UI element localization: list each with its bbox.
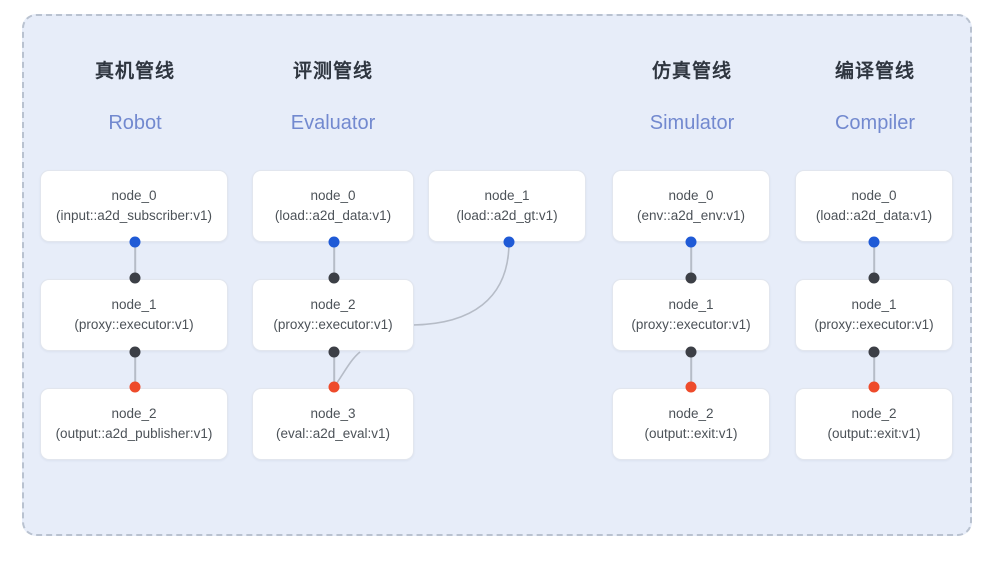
- node-title: node_3: [310, 406, 356, 421]
- node-subtitle: (output::exit:v1): [827, 426, 921, 441]
- port-out-comp-node-2[interactable]: [868, 381, 880, 393]
- node-subtitle: (load::a2d_gt:v1): [456, 208, 558, 223]
- node-sim-node-0[interactable]: node_0 (env::a2d_env:v1): [612, 170, 770, 242]
- node-subtitle: (proxy::executor:v1): [273, 317, 393, 332]
- node-subtitle: (load::a2d_data:v1): [815, 208, 933, 223]
- node-sim-node-2[interactable]: node_2 (output::exit:v1): [612, 388, 770, 460]
- node-subtitle: (proxy::executor:v1): [631, 317, 751, 332]
- port-top-robot-node-1[interactable]: [129, 272, 141, 284]
- node-eval-node-2[interactable]: node_2 (proxy::executor:v1): [252, 279, 414, 351]
- node-subtitle: (input::a2d_subscriber:v1): [55, 208, 213, 223]
- node-title: node_1: [484, 188, 530, 203]
- link-eval-0-2: [333, 242, 335, 278]
- node-robot-node-2[interactable]: node_2 (output::a2d_publisher:v1): [40, 388, 228, 460]
- port-in-eval-node-0[interactable]: [328, 236, 340, 248]
- port-top-eval-node-2[interactable]: [328, 272, 340, 284]
- node-title: node_0: [851, 188, 897, 203]
- node-subtitle: (proxy::executor:v1): [814, 317, 934, 332]
- link-robot-1-2: [134, 352, 136, 387]
- link-comp-1-2: [873, 352, 875, 387]
- node-title: node_1: [668, 297, 714, 312]
- port-bottom-robot-node-1[interactable]: [129, 346, 141, 358]
- node-eval-node-3[interactable]: node_3 (eval::a2d_eval:v1): [252, 388, 414, 460]
- node-comp-node-2[interactable]: node_2 (output::exit:v1): [795, 388, 953, 460]
- node-robot-node-0[interactable]: node_0 (input::a2d_subscriber:v1): [40, 170, 228, 242]
- node-eval-node-1[interactable]: node_1 (load::a2d_gt:v1): [428, 170, 586, 242]
- link-sim-0-1: [690, 242, 692, 278]
- node-title: node_2: [668, 406, 714, 421]
- node-subtitle: (proxy::executor:v1): [74, 317, 194, 332]
- node-comp-node-0[interactable]: node_0 (load::a2d_data:v1): [795, 170, 953, 242]
- port-in-comp-node-0[interactable]: [868, 236, 880, 248]
- node-subtitle: (load::a2d_data:v1): [274, 208, 392, 223]
- port-bottom-eval-node-2[interactable]: [328, 346, 340, 358]
- link-sim-1-2: [690, 352, 692, 387]
- link-comp-0-1: [873, 242, 875, 278]
- node-comp-node-1[interactable]: node_1 (proxy::executor:v1): [795, 279, 953, 351]
- link-robot-0-1: [134, 242, 136, 278]
- node-title: node_2: [111, 406, 157, 421]
- node-subtitle: (output::exit:v1): [644, 426, 738, 441]
- node-title: node_2: [310, 297, 356, 312]
- node-robot-node-1[interactable]: node_1 (proxy::executor:v1): [40, 279, 228, 351]
- node-sim-node-1[interactable]: node_1 (proxy::executor:v1): [612, 279, 770, 351]
- port-out-eval-node-3[interactable]: [328, 381, 340, 393]
- port-out-sim-node-2[interactable]: [685, 381, 697, 393]
- node-title: node_0: [111, 188, 157, 203]
- port-bottom-sim-node-1[interactable]: [685, 346, 697, 358]
- node-title: node_0: [668, 188, 714, 203]
- node-title: node_2: [851, 406, 897, 421]
- node-title: node_1: [851, 297, 897, 312]
- node-eval-node-0[interactable]: node_0 (load::a2d_data:v1): [252, 170, 414, 242]
- port-top-sim-node-1[interactable]: [685, 272, 697, 284]
- node-subtitle: (env::a2d_env:v1): [636, 208, 746, 223]
- node-title: node_0: [310, 188, 356, 203]
- node-subtitle: (eval::a2d_eval:v1): [275, 426, 391, 441]
- node-title: node_1: [111, 297, 157, 312]
- port-in-eval-node-1[interactable]: [503, 236, 515, 248]
- port-in-sim-node-0[interactable]: [685, 236, 697, 248]
- port-bottom-comp-node-1[interactable]: [868, 346, 880, 358]
- port-out-robot-node-2[interactable]: [129, 381, 141, 393]
- port-top-comp-node-1[interactable]: [868, 272, 880, 284]
- node-subtitle: (output::a2d_publisher:v1): [55, 426, 213, 441]
- port-in-robot-node-0[interactable]: [129, 236, 141, 248]
